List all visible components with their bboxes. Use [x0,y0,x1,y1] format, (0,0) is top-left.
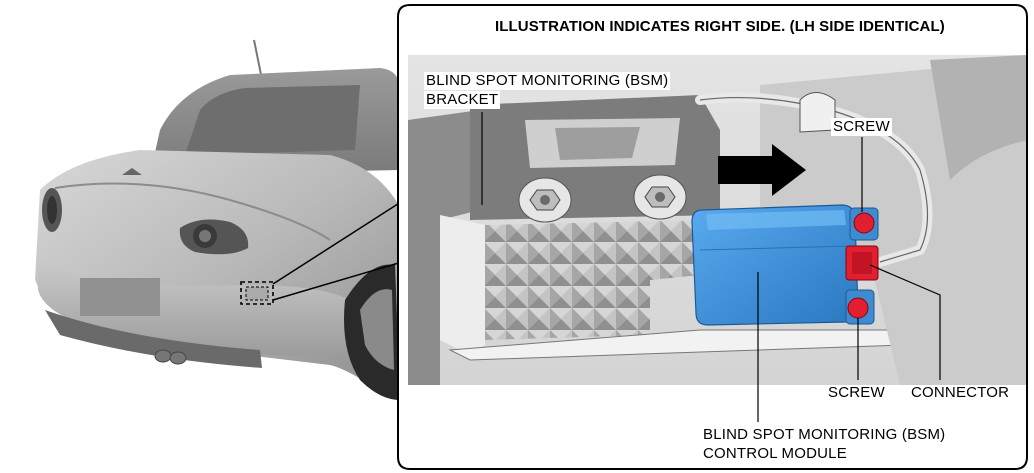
callout-line-lower [272,261,403,301]
connector [845,245,879,281]
label-module-line2: CONTROL MODULE [703,445,847,462]
bsm-control-module [691,204,859,326]
label-screw-top: SCREW [831,118,892,136]
license-plate-recess [80,278,160,316]
leader-connector [869,264,941,380]
screw-top [849,207,879,241]
bracket-nut-left [518,177,572,223]
diagram-title: ILLUSTRATION INDICATES RIGHT SIDE. (LH S… [495,18,945,35]
label-screw-bottom: SCREW [828,384,885,401]
label-bracket-line2: BRACKET [424,91,501,109]
label-module-line1: BLIND SPOT MONITORING (BSM) [703,426,946,443]
label-connector: CONNECTOR [911,384,1010,401]
exhaust-pipe [154,349,172,363]
callout-line-upper [272,199,405,285]
screw-bottom [845,289,875,325]
bracket-nut-right [633,174,687,220]
direction-arrow [718,144,806,196]
detail-frame [397,4,1028,470]
bracket-pad [485,220,700,340]
label-bracket-line1: BLIND SPOT MONITORING (BSM) [424,72,671,90]
car-illustration [35,39,410,400]
bsm-location-marker [240,281,274,305]
detail-view [398,5,1027,469]
